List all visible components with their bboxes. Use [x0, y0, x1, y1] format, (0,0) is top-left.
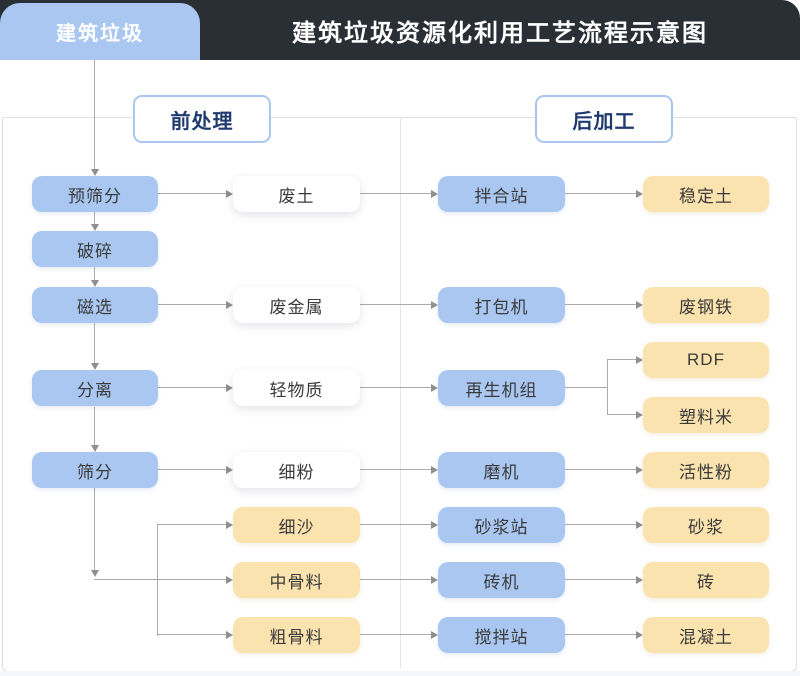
arrow-right-icon — [226, 190, 233, 198]
node-stabilized-soil: 稳定土 — [643, 176, 769, 212]
flow-line — [360, 193, 431, 194]
node-separation: 分离 — [32, 370, 158, 406]
node-crushing: 破碎 — [32, 231, 158, 267]
flow-line — [565, 469, 636, 470]
arrow-right-icon — [636, 356, 643, 364]
flow-line — [360, 524, 431, 525]
node-coarse-aggregate: 粗骨料 — [233, 617, 360, 653]
flow-line — [607, 359, 636, 360]
flow-line — [565, 387, 608, 388]
arrow-right-icon — [431, 190, 438, 198]
flow-line — [158, 193, 226, 194]
flow-line — [158, 304, 226, 305]
page-title: 建筑垃圾资源化利用工艺流程示意图 — [292, 19, 708, 47]
flow-line — [360, 469, 431, 470]
node-rdf: RDF — [643, 342, 769, 378]
node-medium-aggregate: 中骨料 — [233, 562, 360, 598]
arrow-right-icon — [226, 384, 233, 392]
flow-line — [565, 634, 636, 635]
arrow-right-icon — [431, 521, 438, 529]
arrow-right-icon — [636, 190, 643, 198]
arrow-down-icon — [91, 445, 99, 452]
node-waste-metal: 废金属 — [233, 287, 360, 323]
node-brick: 砖 — [643, 562, 769, 598]
source-tab: 建筑垃圾 — [0, 3, 200, 60]
arrow-right-icon — [636, 521, 643, 529]
flow-line — [360, 634, 431, 635]
arrow-right-icon — [431, 576, 438, 584]
node-screening: 筛分 — [32, 452, 158, 488]
node-concrete: 混凝土 — [643, 617, 769, 653]
section-divider — [400, 118, 401, 669]
node-baler: 打包机 — [438, 287, 565, 323]
node-mortar-plant: 砂浆站 — [438, 507, 565, 543]
flow-line — [360, 579, 431, 580]
flow-line — [94, 60, 95, 169]
node-waste-soil: 废土 — [233, 176, 360, 212]
arrow-right-icon — [636, 301, 643, 309]
node-recycling-unit: 再生机组 — [438, 370, 565, 406]
flow-line — [157, 524, 226, 525]
flow-line — [607, 359, 608, 415]
arrow-down-icon — [91, 363, 99, 370]
arrow-down-icon — [91, 169, 99, 176]
flow-line — [565, 524, 636, 525]
flow-line — [158, 387, 226, 388]
flow-line — [565, 304, 636, 305]
flow-line — [94, 267, 95, 280]
node-light-material: 轻物质 — [233, 370, 360, 406]
section-label-post-processing: 后加工 — [535, 95, 673, 143]
node-concrete-plant: 搅拌站 — [438, 617, 565, 653]
flow-line — [157, 524, 158, 636]
node-fine-powder: 细粉 — [233, 452, 360, 488]
node-pre-screening: 预筛分 — [32, 176, 158, 212]
node-mill: 磨机 — [438, 452, 565, 488]
arrow-right-icon — [431, 384, 438, 392]
node-brick-machine: 砖机 — [438, 562, 565, 598]
page-background-strip — [0, 671, 800, 676]
flow-line — [94, 407, 95, 445]
arrow-right-icon — [431, 631, 438, 639]
flow-line — [94, 212, 95, 224]
flow-line — [607, 414, 636, 415]
arrow-right-icon — [636, 411, 643, 419]
flow-line — [94, 579, 226, 580]
arrow-right-icon — [431, 301, 438, 309]
arrow-right-icon — [636, 466, 643, 474]
flow-line — [94, 488, 95, 570]
arrow-right-icon — [226, 631, 233, 639]
node-magnetic-separation: 磁选 — [32, 287, 158, 323]
flow-line — [94, 323, 95, 363]
flow-line — [360, 304, 431, 305]
arrow-right-icon — [636, 576, 643, 584]
arrow-right-icon — [226, 466, 233, 474]
arrow-down-icon — [91, 224, 99, 231]
arrow-right-icon — [636, 631, 643, 639]
flow-line — [360, 387, 431, 388]
node-plastic-pellets: 塑料米 — [643, 397, 769, 433]
arrow-down-icon — [91, 570, 99, 577]
node-scrap-steel: 废钢铁 — [643, 287, 769, 323]
node-mixing-plant: 拌合站 — [438, 176, 565, 212]
flow-line — [157, 634, 226, 635]
node-mortar: 砂浆 — [643, 507, 769, 543]
flow-line — [158, 469, 226, 470]
arrow-right-icon — [431, 466, 438, 474]
arrow-right-icon — [226, 576, 233, 584]
node-fine-sand: 细沙 — [233, 507, 360, 543]
section-label-pre-processing: 前处理 — [133, 95, 271, 143]
arrow-right-icon — [226, 521, 233, 529]
flow-line — [565, 579, 636, 580]
flow-line — [565, 193, 636, 194]
arrow-down-icon — [91, 280, 99, 287]
arrow-right-icon — [226, 301, 233, 309]
node-active-powder: 活性粉 — [643, 452, 769, 488]
